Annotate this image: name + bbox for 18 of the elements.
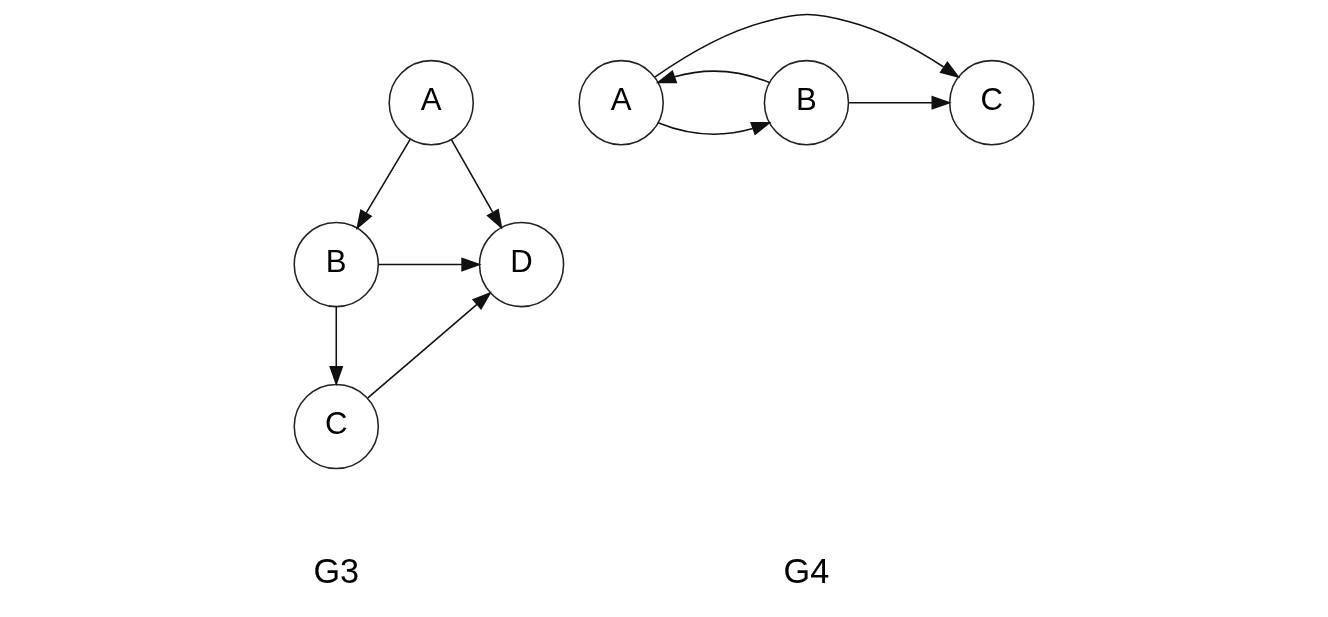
node-circle: C — [293, 383, 380, 470]
node-circle: A — [388, 59, 475, 146]
arrow — [655, 69, 771, 84]
arrow — [654, 13, 961, 79]
arrow — [378, 257, 482, 272]
arrow — [367, 291, 492, 399]
arrow — [848, 95, 952, 110]
node-circle: B — [293, 221, 380, 308]
node-circle: A — [578, 59, 664, 146]
node-circle: D — [478, 221, 565, 308]
node-circle: B — [763, 59, 850, 146]
label: G4 — [783, 552, 830, 591]
arrow — [329, 305, 344, 387]
arrow — [657, 122, 772, 136]
node-circle: C — [948, 59, 1035, 146]
arrow — [356, 138, 411, 230]
arrow — [450, 139, 503, 230]
label: G3 — [313, 552, 360, 591]
